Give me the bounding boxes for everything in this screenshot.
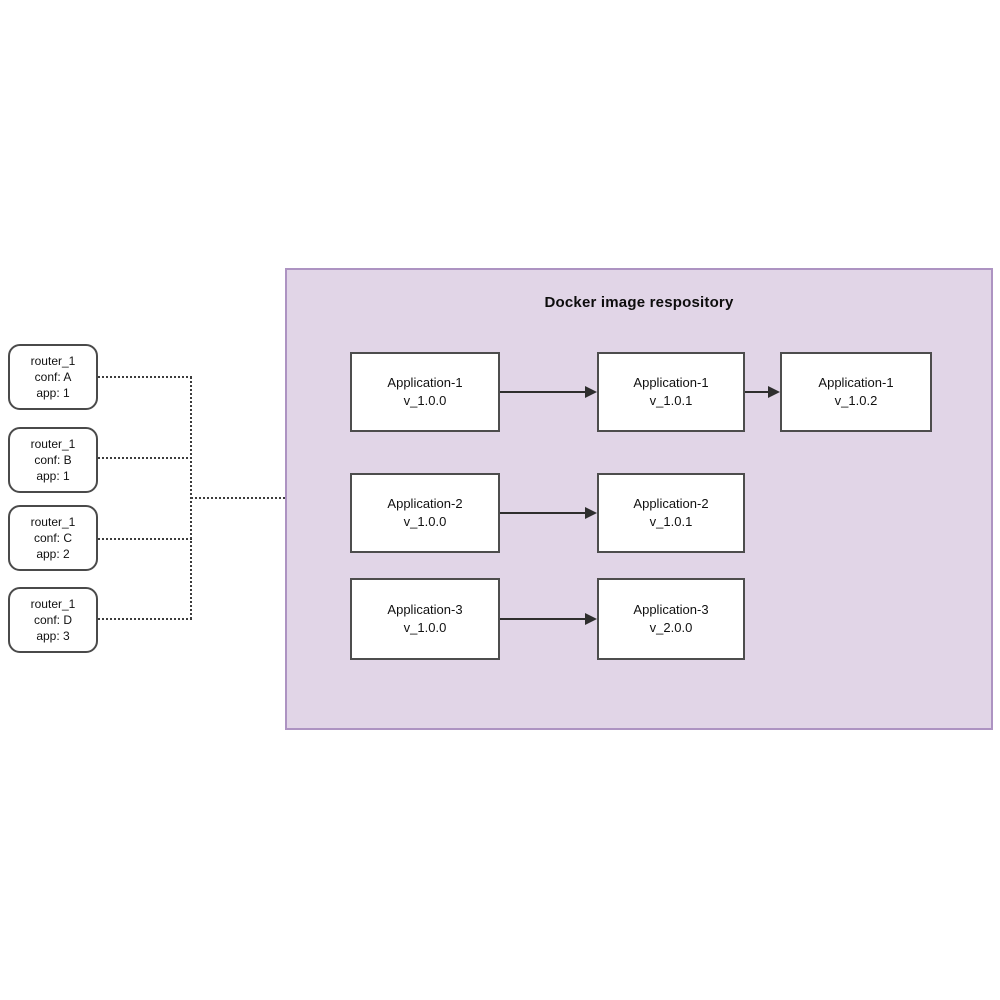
router-app: app: 1 [36,469,70,483]
router-node-conf-a: router_1 conf: A app: 1 [8,344,98,410]
app-name: Application-2 [387,496,463,511]
image-node-app1-v102: Application-1 v_1.0.2 [780,352,932,432]
router-app: app: 2 [36,547,70,561]
router-node-conf-b: router_1 conf: B app: 1 [8,427,98,493]
image-node-app3-v200: Application-3 v_2.0.0 [597,578,745,660]
image-node-app1-v100: Application-1 v_1.0.0 [350,352,500,432]
router-name: router_1 [30,515,76,529]
router-name: router_1 [30,437,76,451]
app-version: v_1.0.2 [834,393,878,408]
image-node-app2-v101: Application-2 v_1.0.1 [597,473,745,553]
router-name: router_1 [30,597,76,611]
image-node-app2-v100: Application-2 v_1.0.0 [350,473,500,553]
arrow-app3-v100-to-v200 [500,613,597,625]
app-version: v_1.0.1 [649,514,693,529]
image-node-app3-v100: Application-3 v_1.0.0 [350,578,500,660]
router-conf: conf: B [34,453,72,467]
app-name: Application-1 [633,375,709,390]
image-node-app1-v101: Application-1 v_1.0.1 [597,352,745,432]
app-name: Application-2 [633,496,709,511]
dotted-connector-router-c [98,538,192,540]
app-name: Application-1 [387,375,463,390]
app-version: v_1.0.0 [403,393,447,408]
app-version: v_1.0.0 [403,620,447,635]
app-version: v_2.0.0 [649,620,693,635]
router-conf: conf: D [33,613,72,627]
router-conf: conf: A [34,370,72,384]
app-version: v_1.0.0 [403,514,447,529]
router-app: app: 1 [36,386,70,400]
router-node-conf-d: router_1 conf: D app: 3 [8,587,98,653]
arrow-app2-v100-to-v101 [500,507,597,519]
app-name: Application-3 [633,602,709,617]
dotted-connector-router-d [98,618,192,620]
router-app: app: 3 [36,629,70,643]
router-conf: conf: C [33,531,72,545]
repository-title: Docker image respository [544,294,734,311]
router-name: router_1 [30,354,76,368]
app-name: Application-1 [818,375,894,390]
dotted-connector-to-repository [191,497,285,499]
router-node-conf-c: router_1 conf: C app: 2 [8,505,98,571]
app-version: v_1.0.1 [649,393,693,408]
arrow-app1-v100-to-v101 [500,386,597,398]
dotted-connector-router-b [98,457,192,459]
app-name: Application-3 [387,602,463,617]
dotted-connector-router-a [98,376,192,378]
arrow-app1-v101-to-v102 [745,386,780,398]
